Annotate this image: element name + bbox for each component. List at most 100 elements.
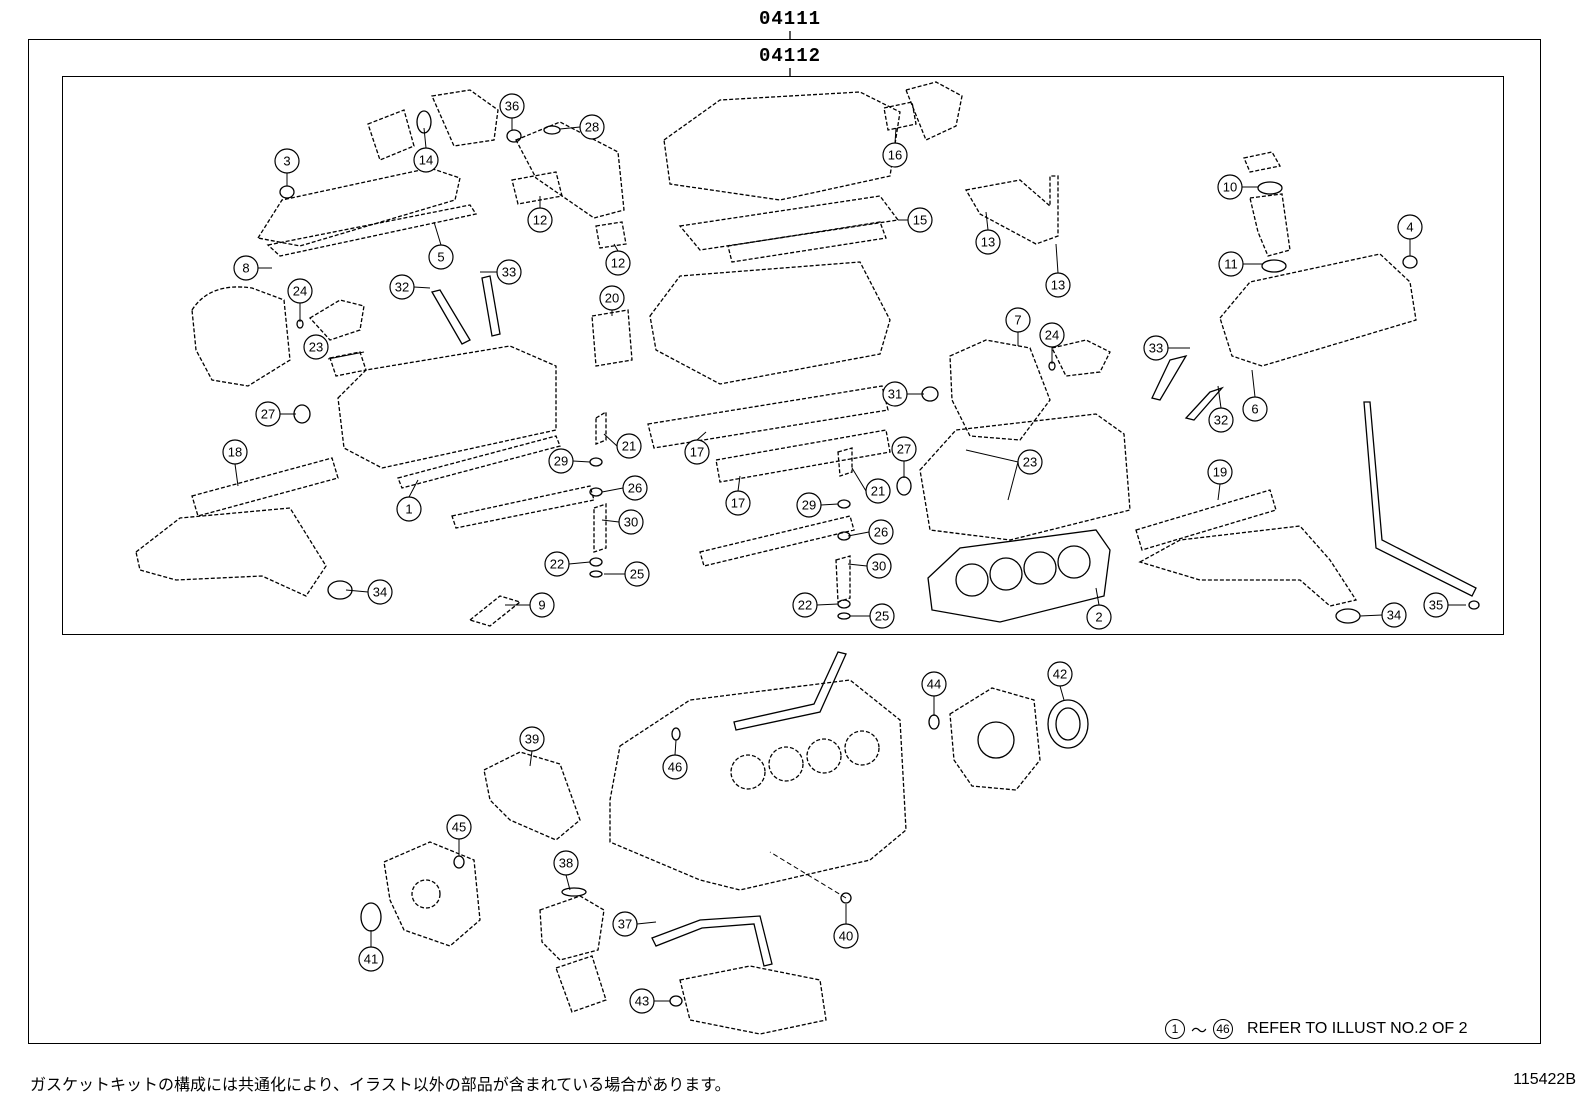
callout-13: 13: [1045, 243, 1071, 298]
svg-text:24: 24: [1045, 328, 1059, 343]
svg-text:20: 20: [605, 291, 619, 306]
callout-22: 22: [544, 551, 591, 577]
svg-text:35: 35: [1429, 598, 1443, 613]
callout-32: 32: [1208, 385, 1234, 433]
svg-text:19: 19: [1213, 465, 1227, 480]
svg-text:12: 12: [533, 213, 547, 228]
svg-text:28: 28: [585, 120, 599, 135]
callout-31: 31: [882, 381, 924, 407]
callout-28: 28: [559, 114, 605, 140]
callout-33: 33: [480, 259, 522, 285]
svg-text:23: 23: [1023, 455, 1037, 470]
callout-8: 8: [233, 255, 272, 281]
svg-text:39: 39: [525, 732, 539, 747]
callout-2: 2: [1086, 587, 1112, 630]
callout-3: 3: [274, 148, 300, 186]
svg-text:11: 11: [1224, 257, 1238, 272]
svg-text:32: 32: [1214, 413, 1228, 428]
outer-kit-frame: [28, 39, 1541, 1044]
callout-42: 42: [1047, 661, 1073, 701]
callout-33: 33: [1143, 335, 1190, 361]
callout-18: 18: [222, 439, 248, 487]
svg-text:25: 25: [875, 609, 889, 624]
svg-text:42: 42: [1053, 667, 1067, 682]
svg-text:23: 23: [309, 340, 323, 355]
svg-text:37: 37: [618, 917, 632, 932]
callout-4: 4: [1397, 214, 1423, 256]
callout-34: 34: [1359, 602, 1407, 628]
callout-25: 25: [604, 561, 650, 587]
callout-12: 12: [527, 196, 553, 233]
note-range-start: 1: [1165, 1019, 1185, 1039]
refer-note: 1 〜 46 REFER TO ILLUST NO.2 OF 2: [1165, 1017, 1468, 1041]
callout-17: 17: [725, 475, 751, 516]
callout-24: 24: [1039, 322, 1065, 364]
callout-36: 36: [499, 93, 525, 130]
callout-22: 22: [792, 592, 839, 618]
svg-text:30: 30: [872, 559, 886, 574]
svg-text:33: 33: [1149, 341, 1163, 356]
callout-23: 23: [965, 449, 1043, 501]
svg-text:9: 9: [538, 598, 545, 613]
svg-text:13: 13: [1051, 278, 1065, 293]
callout-16: 16: [882, 127, 908, 168]
svg-text:5: 5: [437, 250, 444, 265]
callout-29: 29: [548, 448, 591, 474]
callout-12: 12: [605, 243, 631, 276]
svg-text:22: 22: [550, 557, 564, 572]
svg-text:6: 6: [1251, 402, 1258, 417]
svg-text:29: 29: [554, 454, 568, 469]
callout-37: 37: [612, 911, 657, 937]
note-text: REFER TO ILLUST NO.2 OF 2: [1247, 1020, 1468, 1037]
part-drawings: [135, 81, 1477, 627]
svg-text:29: 29: [802, 498, 816, 513]
svg-text:24: 24: [293, 284, 307, 299]
svg-text:1: 1: [405, 502, 412, 517]
callout-20: 20: [599, 285, 625, 316]
callout-40: 40: [769, 851, 859, 949]
callout-45: 45: [446, 814, 472, 856]
kit-label-outer: 04111: [758, 8, 822, 30]
callout-38: 38: [553, 850, 579, 891]
svg-text:4: 4: [1406, 220, 1413, 235]
callout-14: 14: [413, 127, 439, 173]
callout-7: 7: [1005, 307, 1031, 346]
block-drawings: [360, 651, 1089, 1035]
callout-27: 27: [891, 436, 917, 478]
svg-text:30: 30: [624, 515, 638, 530]
callouts: 1 2 3 4 5 6 7 8 9 10 11 12 12 13 13 14 1…: [222, 93, 1466, 1014]
svg-text:14: 14: [419, 153, 433, 168]
callout-24: 24: [287, 278, 313, 322]
svg-text:26: 26: [874, 525, 888, 540]
callout-39: 39: [519, 726, 545, 767]
callout-44: 44: [921, 671, 947, 716]
svg-text:36: 36: [505, 99, 519, 114]
callout-19: 19: [1207, 459, 1233, 501]
svg-text:21: 21: [871, 484, 885, 499]
svg-text:34: 34: [373, 585, 387, 600]
callout-1: 1: [396, 479, 422, 522]
callout-23: 23: [303, 334, 365, 360]
svg-text:10: 10: [1223, 180, 1237, 195]
svg-text:44: 44: [927, 677, 941, 692]
callout-21: 21: [851, 467, 891, 504]
svg-text:45: 45: [452, 820, 466, 835]
inner-kit-frame: [62, 76, 1504, 635]
callout-17: 17: [684, 431, 710, 465]
note-range-end: 46: [1213, 1019, 1234, 1039]
callout-13: 13: [975, 211, 1001, 255]
svg-text:15: 15: [913, 213, 927, 228]
callout-15: 15: [898, 207, 933, 233]
svg-text:3: 3: [283, 154, 290, 169]
callout-26: 26: [847, 519, 894, 545]
svg-text:27: 27: [897, 442, 911, 457]
callout-27: 27: [255, 401, 296, 427]
svg-text:32: 32: [395, 280, 409, 295]
svg-text:8: 8: [242, 261, 249, 276]
callout-9: 9: [505, 592, 555, 618]
footer-note: ガスケットキットの構成には共通化により、イラスト以外の部品が含まれている場合があ…: [30, 1077, 731, 1094]
svg-text:17: 17: [731, 496, 745, 511]
callout-21: 21: [603, 433, 642, 459]
callout-30: 30: [601, 509, 644, 535]
